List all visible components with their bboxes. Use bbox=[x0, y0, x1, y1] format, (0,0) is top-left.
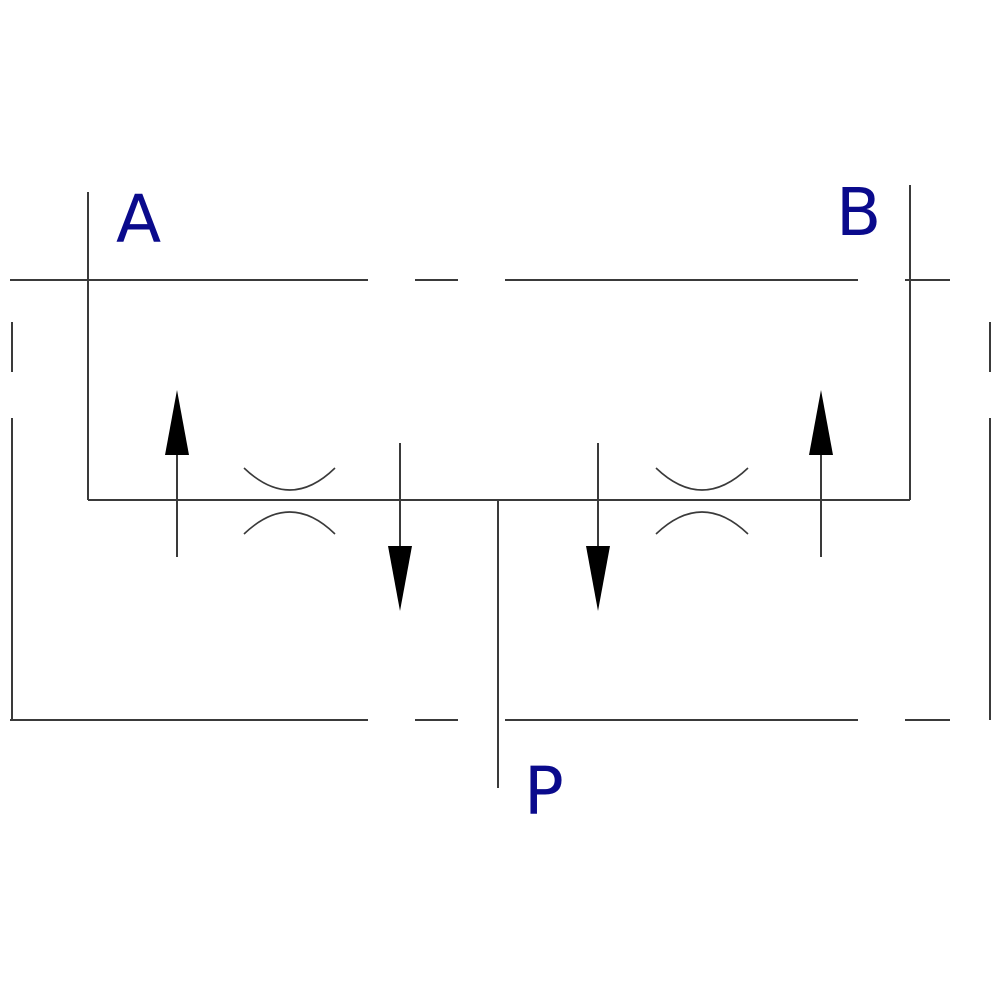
arrow-up-icon bbox=[165, 390, 189, 455]
flow-arrow-up-left bbox=[165, 390, 189, 557]
arrow-down-icon bbox=[388, 546, 412, 611]
valve-envelope bbox=[10, 279, 991, 721]
flow-arrow-down-center-left bbox=[388, 443, 412, 611]
orifice-right bbox=[655, 467, 749, 535]
flow-arrow-up-right bbox=[809, 390, 833, 557]
flow-arrow-down-center-right bbox=[586, 443, 610, 611]
orifice-right-lower-arc bbox=[655, 511, 749, 535]
port-b-label: B bbox=[836, 174, 881, 251]
orifice-left-lower-arc bbox=[243, 511, 336, 535]
port-p-label: P bbox=[524, 753, 564, 830]
orifice-right-upper-arc bbox=[655, 467, 749, 491]
arrow-down-icon bbox=[586, 546, 610, 611]
orifice-left bbox=[243, 467, 336, 535]
port-a-label: A bbox=[116, 181, 161, 258]
flow-lines bbox=[87, 185, 911, 788]
arrow-up-icon bbox=[809, 390, 833, 455]
orifice-left-upper-arc bbox=[243, 467, 336, 491]
